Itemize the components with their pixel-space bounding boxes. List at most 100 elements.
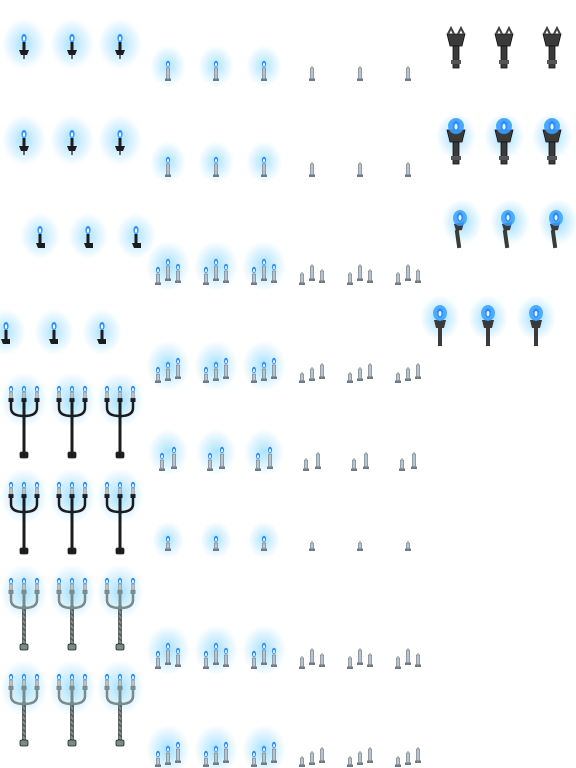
stub-candle-lit-icon xyxy=(248,521,280,559)
triple-candle-low-sprite xyxy=(192,288,240,392)
candelabra-grey-sprite xyxy=(96,660,144,768)
sconce-side-left-sprite xyxy=(0,288,48,384)
double-candle-sprite xyxy=(384,384,432,480)
sconce-side-lit-icon xyxy=(68,213,108,259)
single-candle-sprite xyxy=(192,96,240,192)
triple-candle-sprite xyxy=(336,576,384,672)
triple-candle-sprite xyxy=(384,192,432,288)
stub-candle-unlit-icon xyxy=(405,541,411,551)
torch-front-lit-icon xyxy=(420,295,460,346)
triple-candle-low-sprite xyxy=(336,672,384,768)
triple-candle-low-lit-icon xyxy=(194,724,238,768)
triple-candle-low-sprite xyxy=(144,672,192,768)
candelabra-grey-lit-icon xyxy=(96,660,144,747)
candelabra-grey-lit-icon xyxy=(0,660,48,747)
candelabra-grey-lit-icon xyxy=(48,564,96,651)
triple-candle-low-sprite xyxy=(240,288,288,392)
candelabra-grey-lit-icon xyxy=(48,660,96,747)
sconce-dark-sprite xyxy=(48,96,96,192)
triple-candle-sprite xyxy=(144,192,192,292)
triple-candle-lit-icon xyxy=(146,624,190,676)
sconce-dark-sprite xyxy=(96,96,144,192)
double-candle-sprite xyxy=(288,384,336,480)
candelabra-grey-lit-icon xyxy=(0,564,48,651)
candelabra-dark-sprite xyxy=(48,372,96,480)
candelabra-grey-sprite xyxy=(0,660,48,768)
double-candle-lit-icon xyxy=(196,429,236,475)
brazier-wall-unlit-icon xyxy=(494,25,514,69)
candelabra-grey-sprite xyxy=(96,564,144,672)
triple-candle-lit-icon xyxy=(242,624,286,676)
brazier-wall-lit-icon xyxy=(436,113,476,165)
single-candle-unlit-icon xyxy=(405,162,411,177)
candelabra-dark-lit-icon xyxy=(0,372,48,459)
stub-candle-sprite xyxy=(384,480,432,576)
candelabra-grey-lit-icon xyxy=(96,564,144,651)
triple-candle-low-unlit-icon xyxy=(395,747,421,767)
candelabra-dark-lit-icon xyxy=(48,468,96,555)
sconce-dark-sprite xyxy=(96,0,144,96)
triple-candle-low-sprite xyxy=(240,672,288,768)
triple-candle-sprite xyxy=(336,192,384,288)
sconce-dark-lit-icon xyxy=(50,114,94,166)
torch-side-lit-icon xyxy=(490,199,530,249)
torch-side-sprite xyxy=(480,192,530,288)
stub-candle-sprite xyxy=(336,480,384,576)
sconce-side-lit-icon xyxy=(116,213,156,259)
single-candle-lit-icon xyxy=(198,141,234,183)
candelabra-dark-sprite xyxy=(96,468,144,576)
candelabra-dark-sprite xyxy=(96,372,144,480)
candelabra-grey-sprite xyxy=(48,564,96,672)
triple-candle-lit-icon xyxy=(242,240,286,292)
stub-candle-lit-icon xyxy=(152,521,184,559)
single-candle-unlit-icon xyxy=(357,162,363,177)
triple-candle-low-unlit-icon xyxy=(299,363,325,383)
triple-candle-low-sprite xyxy=(336,288,384,384)
sconce-side-sprite xyxy=(96,192,156,288)
single-candle-sprite xyxy=(384,96,432,192)
single-candle-lit-icon xyxy=(246,45,282,87)
sconce-dark-lit-icon xyxy=(50,18,94,70)
triple-candle-unlit-icon xyxy=(347,648,373,669)
triple-candle-lit-icon xyxy=(194,624,238,676)
triple-candle-low-lit-icon xyxy=(194,340,238,392)
candelabra-dark-lit-icon xyxy=(96,468,144,555)
double-candle-sprite xyxy=(192,384,240,480)
triple-candle-sprite xyxy=(288,576,336,672)
sconce-side-sprite xyxy=(0,192,60,288)
single-candle-sprite xyxy=(240,96,288,192)
single-candle-lit-icon xyxy=(198,45,234,87)
brazier-wall-sprite xyxy=(528,0,576,96)
sconce-dark-lit-icon xyxy=(2,114,46,166)
brazier-wall-sprite xyxy=(432,96,480,192)
sconce-side-lit-icon xyxy=(20,213,60,259)
stub-candle-sprite xyxy=(144,480,192,576)
brazier-wall-unlit-icon xyxy=(542,25,562,69)
triple-candle-unlit-icon xyxy=(395,648,421,669)
triple-candle-low-lit-icon xyxy=(146,724,190,768)
triple-candle-low-unlit-icon xyxy=(395,363,421,383)
sconce-side-left-sprite xyxy=(82,288,144,384)
triple-candle-low-sprite xyxy=(192,672,240,768)
triple-candle-sprite xyxy=(240,576,288,676)
brazier-wall-sprite xyxy=(432,0,480,96)
stub-candle-sprite xyxy=(288,480,336,576)
brazier-wall-unlit-icon xyxy=(446,25,466,69)
candelabra-dark-lit-icon xyxy=(0,468,48,555)
single-candle-unlit-icon xyxy=(357,66,363,81)
single-candle-sprite xyxy=(288,0,336,96)
triple-candle-low-sprite xyxy=(144,288,192,392)
sconce-side-left-lit-icon xyxy=(0,309,26,355)
sconce-dark-sprite xyxy=(0,96,48,192)
triple-candle-sprite xyxy=(144,576,192,676)
sconce-dark-lit-icon xyxy=(98,114,142,166)
triple-candle-unlit-icon xyxy=(395,264,421,285)
brazier-wall-sprite xyxy=(480,0,528,96)
triple-candle-unlit-icon xyxy=(347,264,373,285)
stub-candle-sprite xyxy=(240,480,288,576)
triple-candle-lit-icon xyxy=(146,240,190,292)
double-candle-sprite xyxy=(144,384,192,480)
triple-candle-low-sprite xyxy=(288,672,336,768)
torch-side-lit-icon xyxy=(442,199,482,249)
